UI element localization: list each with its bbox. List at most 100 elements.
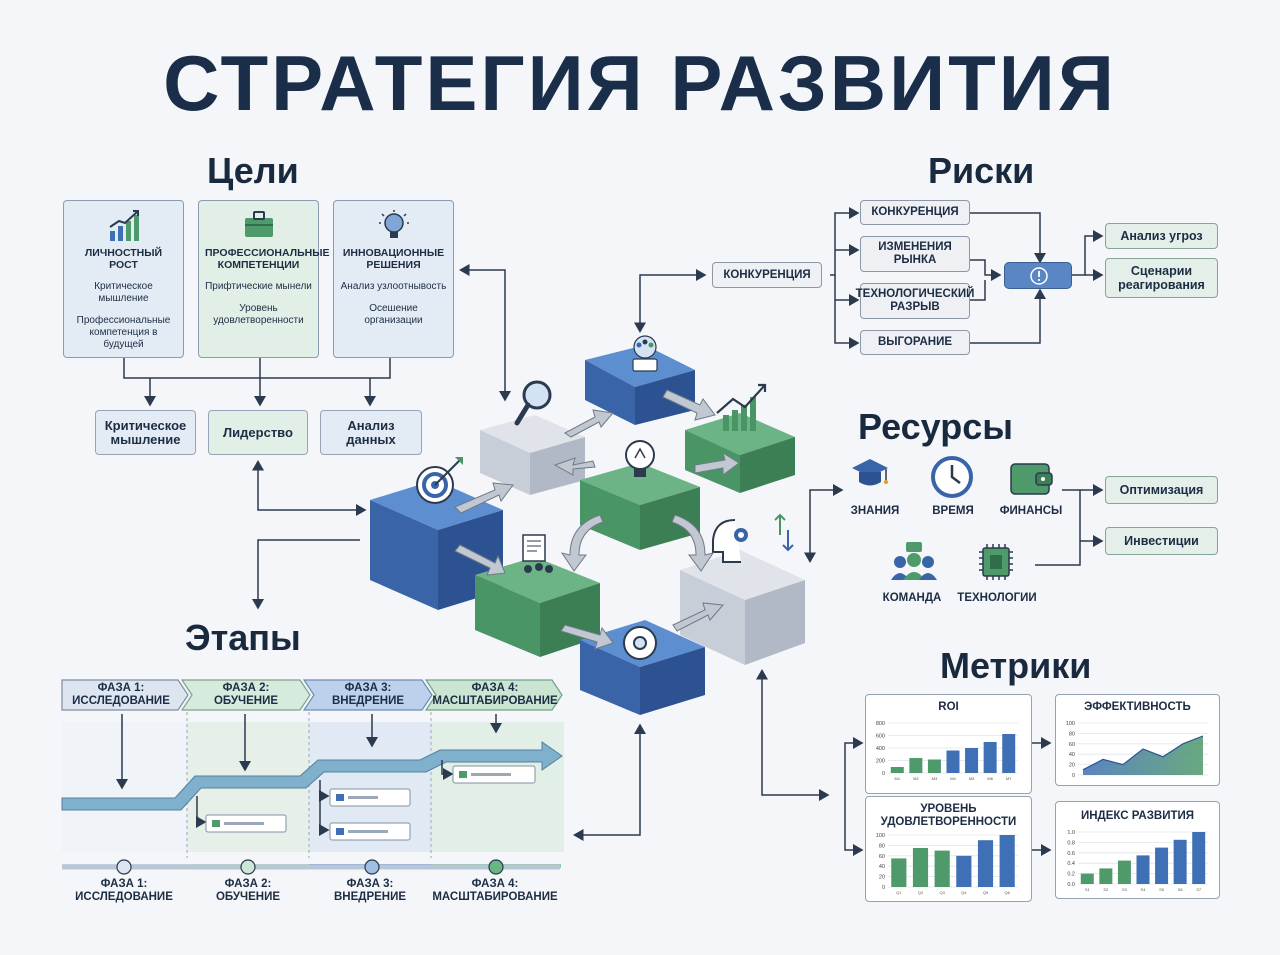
block-center-green bbox=[580, 463, 700, 550]
area-series bbox=[1083, 736, 1203, 775]
y-tick-label: 20 bbox=[879, 875, 885, 881]
team-icon bbox=[891, 542, 937, 580]
y-tick-label: 600 bbox=[876, 734, 885, 740]
bar bbox=[946, 750, 960, 773]
risks-heading: Риски bbox=[928, 150, 1035, 191]
resource-finance-label: ФИНАНСЫ bbox=[999, 505, 1063, 517]
x-tick-label: M4 bbox=[950, 776, 956, 781]
x-tick-label: Q3 bbox=[939, 890, 945, 895]
y-tick-label: 40 bbox=[1069, 752, 1075, 758]
y-tick-label: 0.8 bbox=[1067, 840, 1075, 846]
resource-tech-label: ТЕХНОЛОГИИ bbox=[957, 592, 1037, 604]
resource-time-label: ВРЕМЯ bbox=[932, 505, 974, 517]
risk-hub bbox=[1004, 262, 1072, 289]
risk-tech-gap: ТЕХНОЛОГИЧЕСКИЙ РАЗРЫВ bbox=[856, 283, 974, 319]
stages-heading: Этапы bbox=[185, 617, 301, 658]
graduation-cap-icon bbox=[852, 459, 888, 486]
x-tick-label: Q1 bbox=[896, 890, 902, 895]
bar bbox=[1080, 873, 1094, 884]
bar bbox=[965, 748, 979, 773]
risk-threat-analysis: Анализ угроз bbox=[1105, 223, 1218, 249]
risk-burnout: ВЫГОРАНИЕ bbox=[860, 330, 970, 355]
y-tick-label: 0 bbox=[882, 771, 885, 777]
phase-4-header: ФАЗА 4:МАСШТАБИРОВАНИЕ bbox=[432, 682, 558, 707]
bar bbox=[912, 848, 929, 887]
x-tick-label: Q5 bbox=[983, 890, 989, 895]
rising-chart-icon bbox=[716, 383, 767, 431]
goal-card-innovative-solutions: ИННОВАЦИОННЫЕ РЕШЕНИЯ Анализ узлоотнывос… bbox=[333, 200, 454, 358]
x-tick-label: Q4 bbox=[961, 890, 967, 895]
phase-2-footer: ФАЗА 2:ОБУЧЕНИЕ bbox=[215, 878, 281, 903]
bar bbox=[891, 858, 907, 887]
growth-chart-icon bbox=[108, 210, 139, 241]
resource-investments: Инвестиции bbox=[1105, 527, 1218, 555]
goals-heading: Цели bbox=[207, 150, 299, 191]
phase-1-header: ФАЗА 1:ИССЛЕДОВАНИЕ bbox=[72, 682, 170, 707]
phase-3-footer: ФАЗА 3:ВНЕДРЕНИЕ bbox=[333, 878, 407, 903]
bar bbox=[983, 742, 997, 773]
magnifier-icon bbox=[514, 380, 552, 426]
x-tick-label: Q2 bbox=[918, 890, 924, 895]
metric-satisfaction-title: УРОВЕНЬ УДОВЛЕТВОРЕННОСТИ bbox=[880, 803, 1017, 828]
bar bbox=[934, 850, 950, 887]
y-tick-label: 80 bbox=[1069, 731, 1075, 737]
x-tick-label: S4 bbox=[1141, 887, 1147, 892]
phases-header-arrows bbox=[61, 679, 563, 868]
bar bbox=[1155, 847, 1169, 884]
bar bbox=[1099, 868, 1113, 884]
metric-efficiency-title: ЭФФЕКТИВНОСТЬ bbox=[1084, 701, 1191, 713]
resource-optimization: Оптимизация bbox=[1105, 476, 1218, 504]
phase-timeline bbox=[62, 859, 560, 875]
bar bbox=[1192, 832, 1206, 884]
x-tick-label: S3 bbox=[1122, 887, 1128, 892]
phase-2-header: ФАЗА 2:ОБУЧЕНИЕ bbox=[213, 682, 279, 707]
risk-response-scenarios: Сценарии реагирования bbox=[1105, 258, 1218, 298]
phase-4-marker bbox=[488, 859, 504, 875]
phase-1-footer: ФАЗА 1:ИССЛЕДОВАНИЕ bbox=[75, 878, 173, 903]
flow-arrows bbox=[454, 389, 740, 650]
metrics-heading: Метрики bbox=[940, 645, 1092, 686]
strategy-blocks-diagram bbox=[370, 335, 805, 715]
block-left-blue bbox=[370, 480, 503, 610]
x-tick-label: S6 bbox=[1178, 887, 1184, 892]
x-tick-label: S2 bbox=[1103, 887, 1109, 892]
gear-head-icon bbox=[712, 513, 794, 563]
risk-market-changes: ИЗМЕНЕНИЯ РЫНКА bbox=[860, 236, 970, 272]
x-tick-label: M2 bbox=[913, 776, 919, 781]
x-tick-label: M5 bbox=[969, 776, 975, 781]
x-tick-label: S1 bbox=[1085, 887, 1091, 892]
phase-3-marker bbox=[364, 859, 380, 875]
x-tick-label: S7 bbox=[1196, 887, 1202, 892]
bar bbox=[977, 840, 994, 887]
skill-data-analysis: Анализ данных bbox=[320, 410, 422, 455]
bar bbox=[1173, 839, 1187, 884]
bar bbox=[1117, 860, 1131, 884]
y-tick-label: 800 bbox=[876, 721, 885, 727]
y-tick-label: 0 bbox=[1072, 773, 1075, 779]
clock-icon bbox=[931, 456, 973, 498]
bar bbox=[956, 855, 972, 887]
phase-3-header: ФАЗА 3:ВНЕДРЕНИЕ bbox=[331, 682, 405, 707]
bar bbox=[1136, 855, 1150, 884]
resource-team-label: КОМАНДА bbox=[882, 592, 942, 604]
y-tick-label: 0.2 bbox=[1067, 872, 1075, 878]
bar bbox=[999, 835, 1015, 887]
metric-roi-title: ROI bbox=[938, 701, 959, 713]
warning-icon bbox=[1030, 267, 1048, 285]
y-tick-label: 0 bbox=[882, 885, 885, 891]
lightbulb-icon bbox=[378, 210, 409, 238]
wallet-icon bbox=[1010, 463, 1053, 495]
bar bbox=[927, 759, 941, 773]
briefcase-icon bbox=[244, 211, 273, 237]
y-tick-label: 40 bbox=[879, 864, 885, 870]
y-tick-label: 400 bbox=[876, 746, 885, 752]
y-tick-label: 1.0 bbox=[1067, 830, 1075, 836]
team-meeting-icon bbox=[632, 335, 658, 372]
resource-knowledge-label: ЗНАНИЯ bbox=[850, 505, 900, 517]
